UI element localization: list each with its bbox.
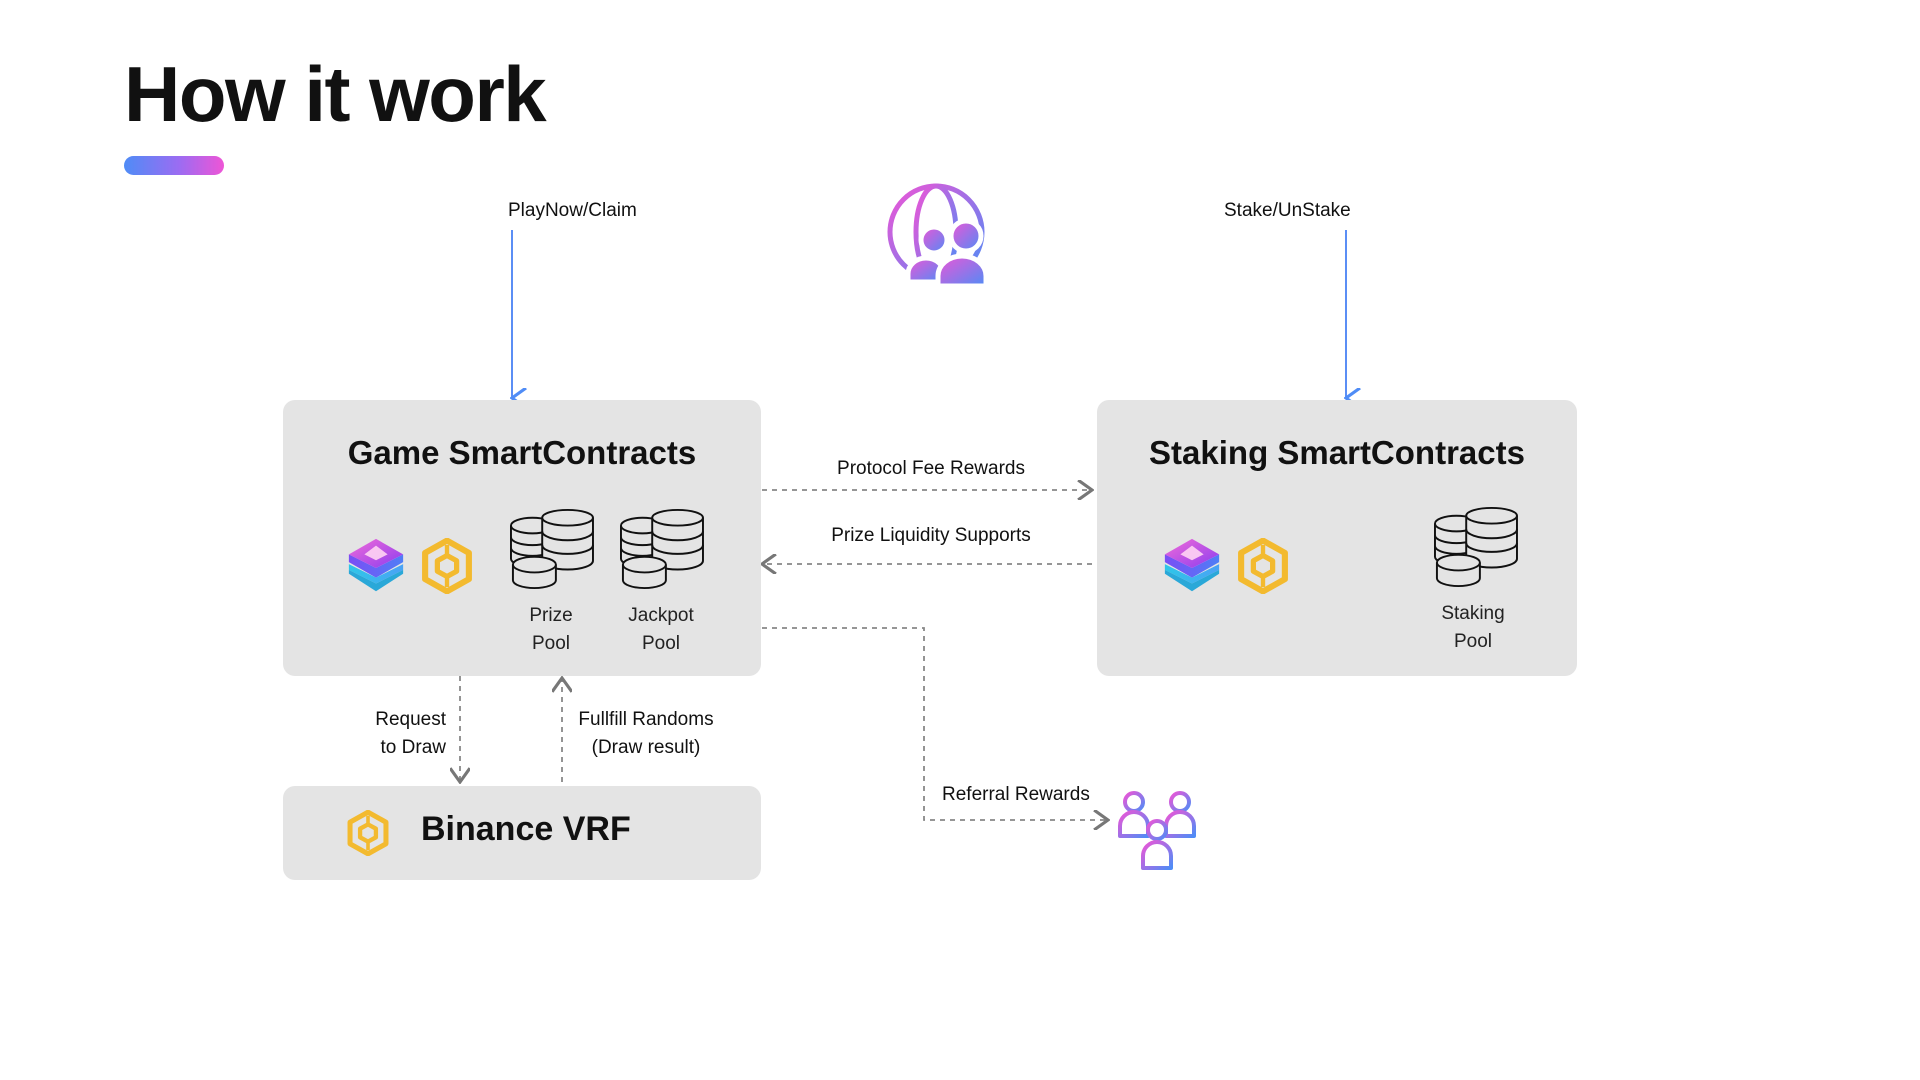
title-underline (124, 156, 224, 175)
group-users-icon (1118, 791, 1196, 870)
jackpot-pool-label-line2: Pool (641, 632, 681, 654)
jackpot-pool-label: Jackpot Pool (601, 602, 721, 657)
bnb-icon (345, 810, 391, 856)
protocol-fee-label: Protocol Fee Rewards (837, 458, 1025, 479)
request-draw-label-line2: to Draw (380, 736, 446, 758)
prize-pool-label-line1: Prize (529, 605, 573, 626)
fulfill-randoms-label-line2: (Draw result) (591, 736, 701, 758)
binance-vrf-label: Binance VRF (421, 810, 631, 848)
referral-rewards-label: Referral Rewards (942, 784, 1090, 805)
staking-box-heading: Staking SmartContracts (1149, 434, 1525, 471)
binance-vrf-box: Binance VRF (283, 786, 761, 880)
staking-smartcontracts-box: Staking SmartContracts Staking Pool (1097, 400, 1577, 676)
fulfill-randoms-label: Fullfill Randoms (Draw result) (568, 706, 724, 761)
staking-pool-label-line2: Pool (1453, 630, 1493, 652)
globe-users-icon (887, 183, 989, 288)
play-claim-label: PlayNow/Claim (508, 200, 637, 221)
game-box-heading: Game SmartContracts (347, 434, 697, 471)
prize-pool-label: Prize Pool (491, 602, 611, 657)
request-draw-label-line1: Request (375, 709, 446, 730)
jackpot-pool-label-line1: Jackpot (628, 605, 694, 626)
stake-unstake-label: Stake/UnStake (1224, 200, 1351, 221)
prize-pool-label-line2: Pool (531, 632, 571, 654)
staking-pool-coins-icon (1431, 506, 1519, 588)
jackpot-pool-coins-icon (617, 508, 705, 590)
bnb-icon (419, 538, 475, 594)
referral-arrow (762, 627, 1108, 820)
staking-pool-label: Staking Pool (1413, 600, 1533, 655)
game-smartcontracts-box: Game SmartContracts Prize Pool Jackpot P… (283, 400, 761, 676)
prize-liquidity-label: Prize Liquidity Supports (831, 525, 1031, 546)
bnb-icon (1235, 538, 1291, 594)
cube-logo-icon (345, 535, 407, 597)
page-title: How it work (124, 50, 547, 138)
cube-logo-icon (1161, 535, 1223, 597)
fulfill-randoms-label-line1: Fullfill Randoms (578, 709, 714, 730)
request-draw-label: Request to Draw (330, 706, 446, 761)
prize-pool-coins-icon (507, 508, 595, 590)
staking-pool-label-line1: Staking (1441, 603, 1505, 624)
